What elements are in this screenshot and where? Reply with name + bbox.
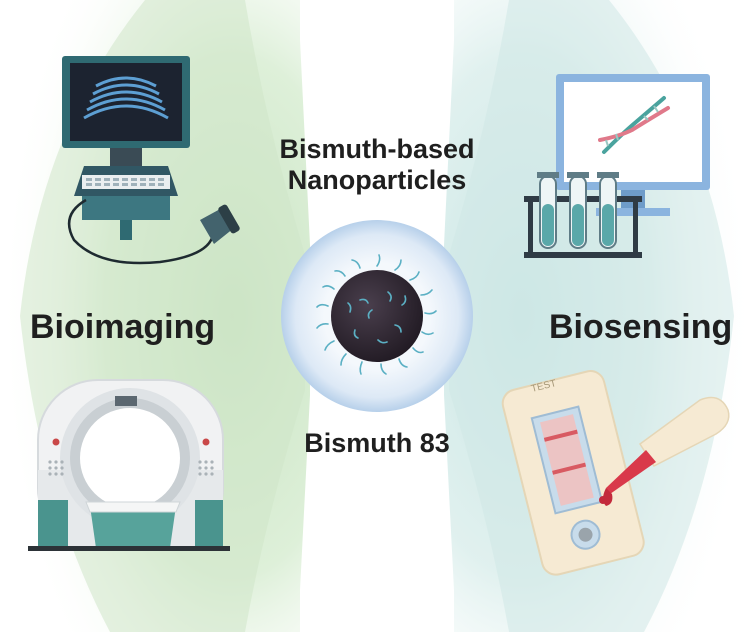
bioimaging-label: Bioimaging xyxy=(30,308,216,346)
center-title: Bismuth-based Nanoparticles xyxy=(0,134,754,196)
ultrasound-machine-icon xyxy=(62,56,240,265)
test-tubes-icon xyxy=(524,172,642,258)
test-strip-icon xyxy=(501,370,645,576)
center-title-line1: Bismuth-based xyxy=(279,134,475,164)
biosensing-label: Biosensing xyxy=(549,308,733,346)
bismuth-element-label: Bismuth 83 xyxy=(304,428,450,458)
dropper-icon xyxy=(599,396,730,506)
ct-scanner-icon xyxy=(28,379,230,551)
nanoparticle-icon xyxy=(316,254,437,375)
center-title-line2: Nanoparticles xyxy=(287,165,467,195)
